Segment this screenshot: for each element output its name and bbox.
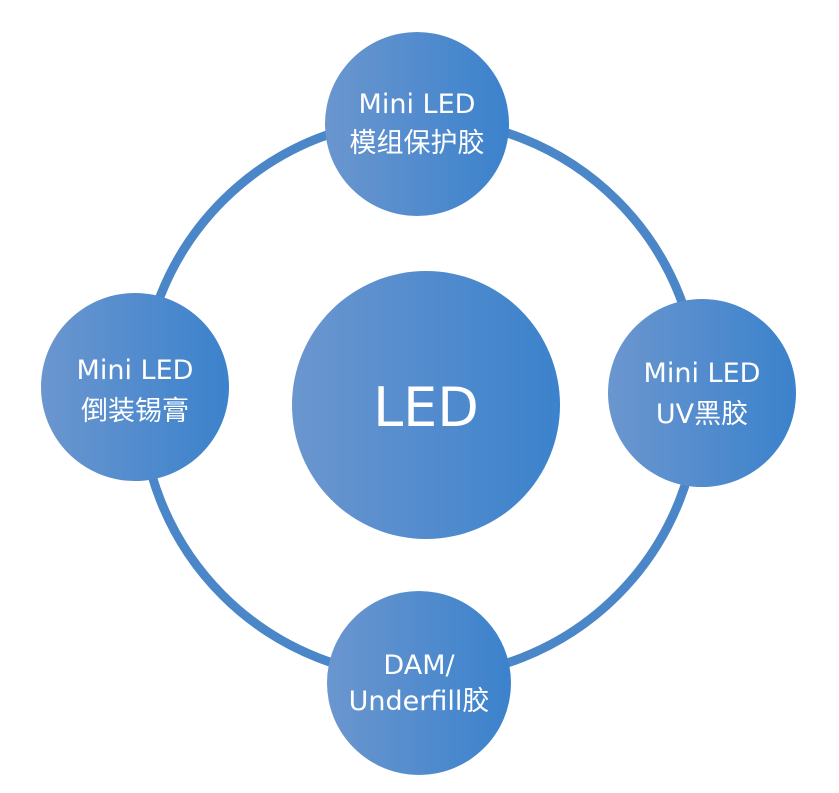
node-top-line1: Mini LED (359, 89, 476, 120)
node-top-line2: 模组保护胶 (350, 128, 485, 159)
node-left-line1: Mini LED (77, 355, 194, 386)
node-top: Mini LED 模组保护胶 (325, 32, 509, 216)
node-bottom-line1: DAM/ (383, 650, 455, 681)
center-node-label: LED (373, 376, 479, 439)
center-node: LED (292, 271, 560, 539)
center-node-circle (292, 271, 560, 539)
node-left: Mini LED 倒装锡膏 (41, 293, 229, 481)
node-bottom-line2: Underfill胶 (349, 686, 490, 717)
node-right-circle (608, 299, 796, 487)
node-right-line1: Mini LED (644, 358, 761, 389)
node-right: Mini LED UV黑胶 (608, 299, 796, 487)
node-bottom: DAM/ Underfill胶 (327, 591, 511, 775)
node-left-line2: 倒装锡膏 (81, 396, 189, 427)
node-right-line2: UV黑胶 (656, 399, 748, 430)
node-left-circle (41, 293, 229, 481)
node-top-circle (325, 32, 509, 216)
node-bottom-circle (327, 591, 511, 775)
